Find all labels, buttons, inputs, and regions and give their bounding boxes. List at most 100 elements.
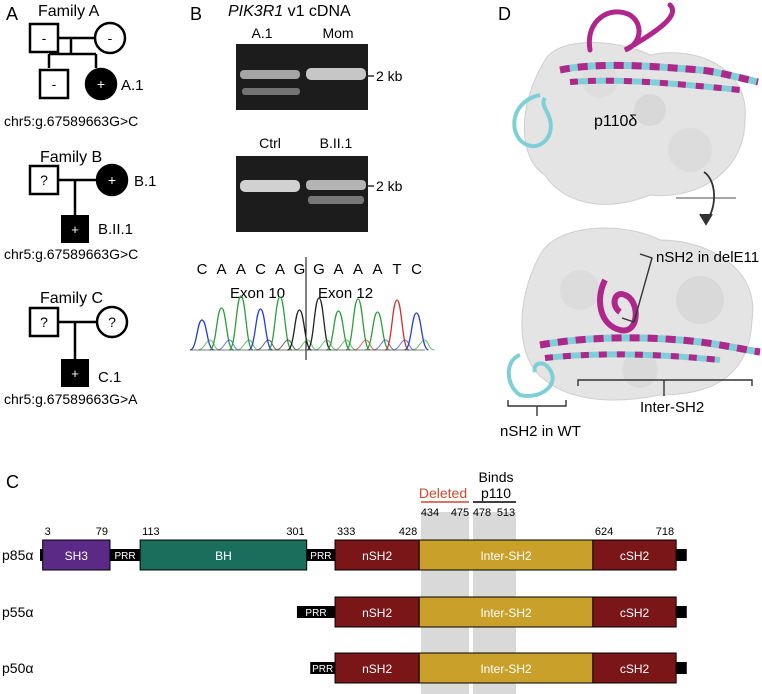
family-b-title-text: Family B bbox=[40, 149, 102, 166]
panel-b-label: B bbox=[190, 4, 202, 24]
residue-number: 428 bbox=[399, 526, 417, 538]
gel2-band-ctrl bbox=[240, 180, 300, 192]
family-a-proband bbox=[84, 67, 118, 101]
domain-block bbox=[592, 652, 677, 684]
residue-number: 79 bbox=[96, 526, 108, 538]
domain-label: cSH2 bbox=[620, 549, 650, 563]
gel2-lane1-label: Ctrl bbox=[259, 135, 281, 151]
family-b-mother bbox=[95, 163, 129, 197]
domain-label: BH bbox=[215, 549, 232, 563]
binds-end: 513 bbox=[497, 507, 515, 519]
sequence-base: C bbox=[255, 261, 266, 278]
domain-label: cSH2 bbox=[620, 606, 650, 620]
sequence-base: C bbox=[197, 261, 208, 278]
gel2 bbox=[236, 156, 368, 232]
family-a-father bbox=[28, 22, 60, 54]
domain-block bbox=[418, 652, 594, 684]
pedigree-family-c bbox=[54, 320, 100, 360]
family-b-proband-id: B.II.1 bbox=[98, 221, 133, 238]
family-c-mother bbox=[95, 305, 129, 339]
inter-sh2-bracket bbox=[577, 379, 753, 396]
nsh2-wt-label: nSH2 in WT bbox=[500, 423, 581, 440]
panel-c-label: C bbox=[6, 472, 19, 492]
sequence-base: A bbox=[353, 261, 363, 278]
family-c-proband bbox=[61, 359, 89, 387]
chromatogram-minor-peak bbox=[217, 339, 240, 351]
chromatogram bbox=[189, 295, 435, 351]
domain-label: SH3 bbox=[65, 549, 89, 563]
family-c-title: Family C bbox=[40, 290, 103, 307]
wt-nsh2-bottom bbox=[506, 353, 555, 398]
domain-label: PRR bbox=[114, 551, 135, 562]
rotation-arrow-icon bbox=[676, 171, 736, 226]
family-b-mother-status: + bbox=[108, 172, 116, 188]
residue-number: 113 bbox=[142, 526, 160, 538]
chromatogram-peak bbox=[326, 310, 351, 351]
domain-block bbox=[334, 596, 420, 628]
sequence-base: G bbox=[294, 261, 306, 278]
chromatogram-peak bbox=[267, 296, 293, 351]
exon-left-label: Exon 10 bbox=[230, 285, 285, 302]
family-c-variant: chr5:g.67589663G>A bbox=[4, 391, 138, 407]
p110-label: p110δ bbox=[594, 113, 637, 130]
gel1-band-a1-upper bbox=[240, 70, 300, 79]
deleted-start: 434 bbox=[421, 507, 439, 519]
chromatogram-minor-peak bbox=[295, 339, 318, 351]
chromatogram-peak bbox=[247, 308, 274, 351]
chromatogram-minor-peak bbox=[392, 339, 416, 351]
isoform-name: p85α bbox=[2, 547, 33, 563]
inter-sh2-helices-top bbox=[559, 61, 759, 93]
sequence-base: A bbox=[236, 261, 246, 278]
chromatogram-minor-peak bbox=[334, 339, 357, 351]
chromatogram-minor-peak bbox=[256, 339, 279, 351]
panel-b-title: PIK3R1 v1 cDNA bbox=[228, 3, 351, 20]
family-b-proband-status: + bbox=[71, 222, 79, 237]
pedigree-family-b bbox=[54, 178, 100, 215]
deleted-end: 475 bbox=[451, 507, 469, 519]
wt-nsh2-top bbox=[512, 93, 553, 148]
chromatogram-peak bbox=[287, 309, 312, 351]
family-a-title: Family A bbox=[38, 3, 100, 20]
isoform-name: p50α bbox=[2, 660, 33, 676]
binds-label-1: Binds bbox=[478, 469, 513, 485]
nsh2-wt-bracket bbox=[507, 400, 567, 416]
inter-sh2-label: Inter-SH2 bbox=[640, 399, 704, 416]
residue-number: 624 bbox=[595, 526, 613, 538]
family-a-sibling-status: - bbox=[52, 76, 57, 92]
domain-block bbox=[418, 539, 594, 571]
chromatogram-minor-peak bbox=[236, 339, 260, 351]
residue-number: 718 bbox=[656, 526, 674, 538]
sequence-base: G bbox=[313, 261, 325, 278]
nsh2-del-bracket bbox=[621, 253, 653, 323]
gel1-marker-label: 2 kb bbox=[376, 68, 403, 84]
family-c-proband-id: C.1 bbox=[98, 369, 121, 386]
gel2-marker-label: 2 kb bbox=[376, 178, 403, 194]
domain-label: PRR bbox=[310, 551, 331, 562]
nsh2-del-label: nSH2 in delE11 bbox=[656, 249, 759, 266]
panel-a-label: A bbox=[6, 4, 18, 24]
residue-number: 333 bbox=[337, 526, 355, 538]
mutant-helix-top-loops bbox=[586, 2, 675, 53]
gel1-band-mom bbox=[306, 68, 366, 80]
chromatogram-peak bbox=[365, 311, 390, 351]
residue-number: 301 bbox=[286, 526, 304, 538]
domain-block bbox=[334, 652, 420, 684]
inter-sh2-helices-bottom bbox=[539, 334, 761, 363]
chromatogram-peak bbox=[189, 319, 215, 351]
chromatogram-minor-peak bbox=[314, 339, 338, 351]
panel-b-title-rest: v1 cDNA bbox=[283, 3, 351, 20]
panel-b-gene: PIK3R1 bbox=[228, 3, 283, 20]
sequence-base: C bbox=[411, 261, 422, 278]
domain-block bbox=[334, 539, 420, 571]
chromatogram-minor-peak bbox=[412, 339, 435, 351]
domain-label: PRR bbox=[305, 608, 326, 619]
family-a-sibling bbox=[38, 68, 70, 100]
gel2-lane2-label: B.II.1 bbox=[320, 135, 353, 151]
sequence-base: A bbox=[216, 261, 226, 278]
family-b-father bbox=[28, 164, 60, 196]
gel1-lane2-label: Mom bbox=[322, 25, 353, 41]
structure-top bbox=[512, 2, 759, 205]
chromatogram-minor-peak bbox=[373, 339, 396, 351]
